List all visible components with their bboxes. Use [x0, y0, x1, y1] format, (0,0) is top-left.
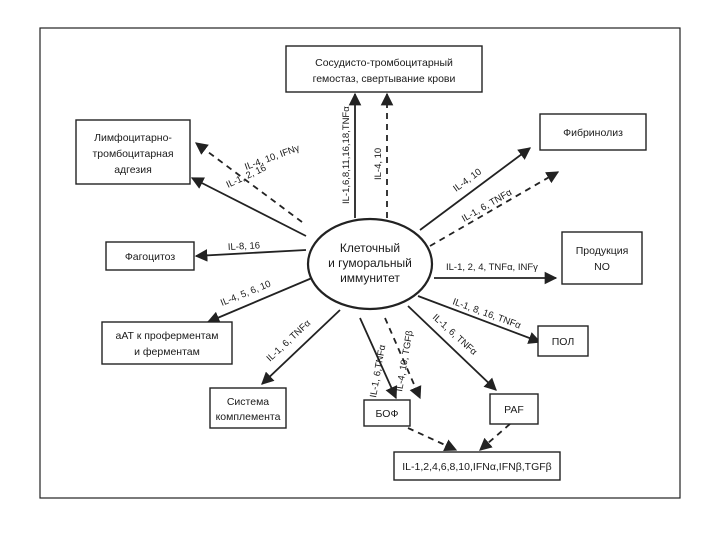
no-line-2: NO — [594, 261, 610, 273]
arrow-phagocytosis — [194, 249, 307, 262]
fibrinolysis-label: Фибринолиз — [563, 127, 623, 139]
bof-label: БОФ — [376, 408, 399, 420]
complement-line-1: Система — [227, 396, 269, 408]
antibodies-line-2: и ферментам — [134, 346, 200, 358]
adhesion-line-1: Лимфоцитарно- — [94, 132, 172, 144]
arrow-bof-to-cytokines — [407, 427, 458, 452]
box-cytokines — [393, 451, 561, 481]
center-line-3: иммунитет — [340, 271, 400, 285]
arrow-adhesion-dashed — [194, 142, 303, 223]
box-fibrinolysis — [539, 113, 647, 151]
paf-label: PAF — [504, 404, 524, 416]
cytokines-label: IL-1,2,4,6,8,10,IFNα,IFNβ,TGFβ — [402, 461, 551, 473]
arrow-fibrinolysis-dashed — [429, 171, 560, 247]
arrow-fibrinolysis-solid — [419, 147, 532, 231]
label-pol: IL-1, 8, 16, TNFα — [451, 296, 523, 331]
box-paf — [489, 393, 539, 425]
label-hemostasis-solid: IL-1,6,8,11,16,18,TNFα — [341, 106, 352, 204]
label-bof-solid: IL-1, 6,TNFα — [368, 343, 388, 398]
arrow-bof-solid — [359, 317, 398, 400]
box-no — [561, 231, 643, 285]
phagocytosis-label: Фагоцитоз — [125, 251, 176, 263]
adhesion-line-2: тромбоцитарная — [92, 148, 173, 160]
complement-line-2: комплемента — [216, 411, 281, 423]
label-fibrinolysis-solid: IL-4, 10 — [451, 167, 484, 195]
no-line-1: Продукция — [576, 245, 629, 257]
center-ellipse — [306, 217, 434, 311]
outer-frame — [39, 27, 681, 499]
box-antibodies — [101, 321, 233, 365]
box-phagocytosis — [105, 241, 195, 271]
box-adhesion — [75, 119, 191, 185]
center-line-2: и гуморальный — [328, 256, 412, 270]
label-hemostasis-dashed: IL-4, 10 — [373, 148, 384, 180]
box-hemostasis — [285, 45, 483, 93]
arrow-pol — [417, 295, 542, 344]
label-phagocytosis: IL-8, 16 — [228, 240, 261, 253]
hemostasis-line-2: гемостаз, свертывание крови — [313, 73, 456, 85]
box-pol — [537, 325, 589, 357]
arrow-paf — [407, 305, 497, 391]
label-fibrinolysis-dashed: IL-1, 6, TNFα — [460, 187, 514, 225]
center-line-1: Клеточный — [340, 241, 400, 255]
label-no: IL-1, 2, 4, TNFα, INFγ — [446, 262, 538, 273]
arrow-complement — [261, 309, 341, 385]
box-complement — [209, 387, 287, 429]
adhesion-line-3: адгезия — [114, 164, 152, 176]
box-bof — [363, 399, 411, 427]
arrow-adhesion-solid — [190, 177, 307, 237]
arrow-bof-dashed — [384, 317, 422, 400]
antibodies-line-1: aAT к проферментам — [115, 330, 218, 342]
label-antibodies: IL-4, 5, 6, 10 — [219, 279, 273, 309]
hemostasis-line-1: Сосудисто-тромбоцитарный — [315, 57, 453, 69]
arrow-paf-to-cytokines — [479, 423, 511, 451]
arrow-antibodies — [206, 277, 313, 324]
pol-label: ПОЛ — [552, 336, 575, 348]
